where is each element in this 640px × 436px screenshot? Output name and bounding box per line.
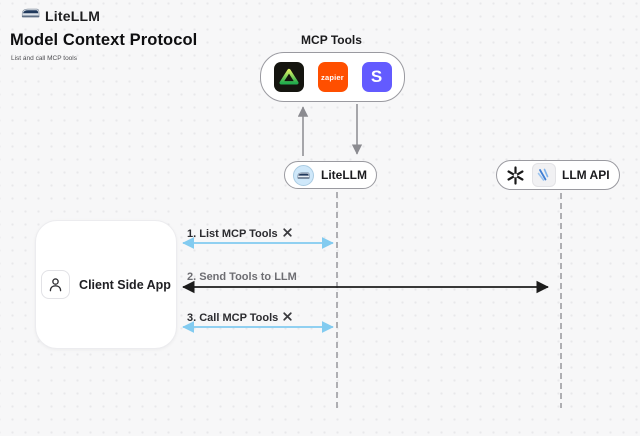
llm-api-node: LLM API bbox=[496, 160, 620, 190]
zapier-wordmark: zapier bbox=[321, 72, 344, 82]
client-side-app-label: Client Side App bbox=[79, 277, 171, 292]
page-title: Model Context Protocol bbox=[10, 31, 198, 49]
person-icon bbox=[41, 270, 71, 299]
openai-icon bbox=[505, 165, 526, 186]
step-1-label: 1. List MCP Tools bbox=[187, 227, 293, 241]
tools-icon bbox=[282, 311, 293, 325]
litellm-node: LiteLLM bbox=[284, 161, 377, 189]
litellm-train-icon bbox=[21, 6, 40, 25]
green-triangle-tool-icon bbox=[273, 62, 304, 92]
step-2-label: 2. Send Tools to LLM bbox=[187, 271, 297, 283]
step-2-text: 2. Send Tools to LLM bbox=[187, 271, 297, 283]
brand-name: LiteLLM bbox=[45, 7, 101, 24]
stripe-letter: S bbox=[370, 67, 383, 86]
stripe-icon: S bbox=[361, 62, 392, 92]
step-3-text: 3. Call MCP Tools bbox=[187, 312, 279, 324]
step-1-text: 1. List MCP Tools bbox=[187, 228, 278, 240]
llm-api-node-label: LLM API bbox=[562, 168, 610, 182]
llm-provider-icon bbox=[532, 163, 556, 187]
client-side-app-node: Client Side App bbox=[35, 220, 177, 349]
step-3-label: 3. Call MCP Tools bbox=[187, 311, 293, 325]
zapier-icon: zapier bbox=[317, 62, 348, 92]
litellm-node-label: LiteLLM bbox=[321, 168, 367, 182]
tools-icon bbox=[282, 227, 293, 241]
mcp-tools-label: MCP Tools bbox=[301, 33, 362, 47]
brand: LiteLLM bbox=[21, 6, 100, 25]
litellm-train-icon bbox=[293, 164, 314, 186]
mcp-tools-container: zapier S bbox=[260, 52, 405, 102]
page-subtitle: List and call MCP tools bbox=[11, 55, 77, 62]
